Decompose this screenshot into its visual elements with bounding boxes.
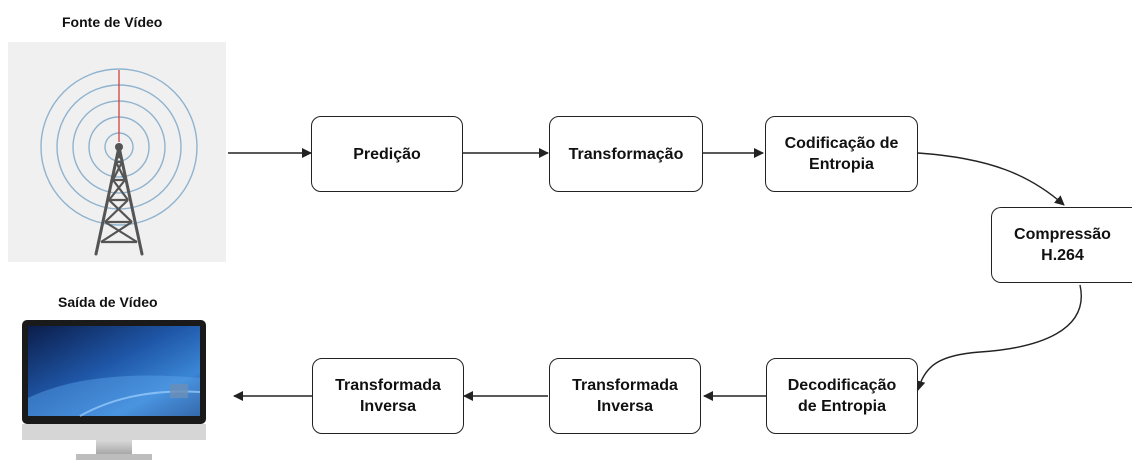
node-predicao: Predição: [311, 116, 463, 192]
node-compressao-label: Compressão H.264: [1014, 226, 1111, 264]
node-transformacao-label: Transformação: [568, 145, 684, 163]
node-transformada-inversa-2-label: Transformada Inversa: [335, 377, 441, 415]
desktop-monitor-icon: [20, 318, 208, 462]
node-transformada-inversa-2: Transformada Inversa: [312, 358, 464, 434]
node-transformada-inversa-1: Transformada Inversa: [549, 358, 701, 434]
output-label: Saída de Vídeo: [58, 294, 158, 310]
radio-tower-icon: [8, 42, 226, 262]
arrow-compressao-to-decodificacao: [915, 284, 1082, 391]
node-transformacao: Transformação: [549, 116, 703, 192]
node-decodificacao-label: Decodificação de Entropia: [787, 377, 897, 415]
source-label: Fonte de Vídeo: [62, 14, 163, 30]
node-codificacao-entropia: Codificação de Entropia: [765, 116, 918, 192]
node-transformada-inversa-1-label: Transformada Inversa: [572, 377, 678, 415]
node-compressao-h264: Compressão H.264: [991, 207, 1132, 283]
arrow-codificacao-to-compressao: [917, 152, 1065, 206]
node-codificacao-label: Codificação de Entropia: [784, 135, 899, 173]
node-predicao-label: Predição: [353, 145, 421, 163]
node-decodificacao-entropia: Decodificação de Entropia: [766, 358, 918, 434]
